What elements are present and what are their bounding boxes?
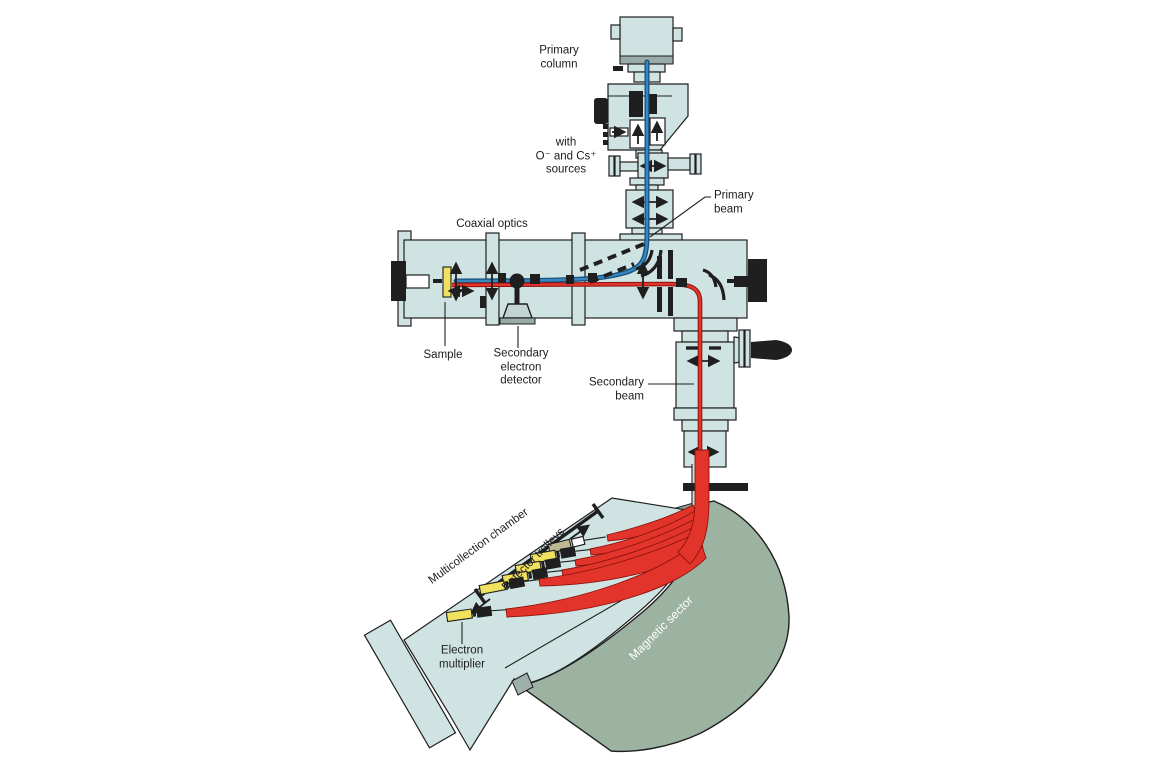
secondary-beam-fan xyxy=(505,449,710,618)
source-top-box xyxy=(619,16,674,64)
label-coaxial-optics: Coaxial optics xyxy=(456,218,528,231)
detector-trolley-empty xyxy=(547,535,606,555)
pointer-lines xyxy=(444,196,711,644)
right-end-cap xyxy=(748,259,767,302)
secondary-beam-path xyxy=(451,281,703,460)
electron-multiplier-trolley xyxy=(445,605,507,623)
detector-trolleys-group xyxy=(445,535,606,623)
secondary-column xyxy=(673,329,792,518)
detector-trolley xyxy=(501,567,563,586)
secondary-electron-detector-body xyxy=(502,303,533,319)
label-secondary-electron-detector: Secondary electron detector xyxy=(493,347,549,387)
sample-holder xyxy=(442,266,452,298)
chamber-notch-tab xyxy=(511,672,534,696)
label-secondary-beam: Secondary beam xyxy=(589,376,644,402)
column-valve-bar xyxy=(683,483,748,491)
chamber-end-flange xyxy=(363,619,457,749)
left-end-cap xyxy=(391,261,406,301)
label-sources: with O⁻ and Cs⁺ sources xyxy=(535,136,597,176)
source-knob xyxy=(594,98,608,124)
detector-trolley xyxy=(478,576,540,596)
label-sample: Sample xyxy=(423,349,463,362)
detector-trolley xyxy=(514,557,576,576)
label-primary-beam: Primary beam xyxy=(714,189,754,215)
secondary-beam-trunk xyxy=(677,449,710,565)
side-port-plug xyxy=(751,340,792,360)
label-electron-multiplier: Electron multiplier xyxy=(438,644,486,670)
coaxial-optics-internals xyxy=(391,242,767,325)
label-primary-column: Primary column xyxy=(539,44,579,70)
secondary-electron-detector-sphere xyxy=(509,273,525,289)
